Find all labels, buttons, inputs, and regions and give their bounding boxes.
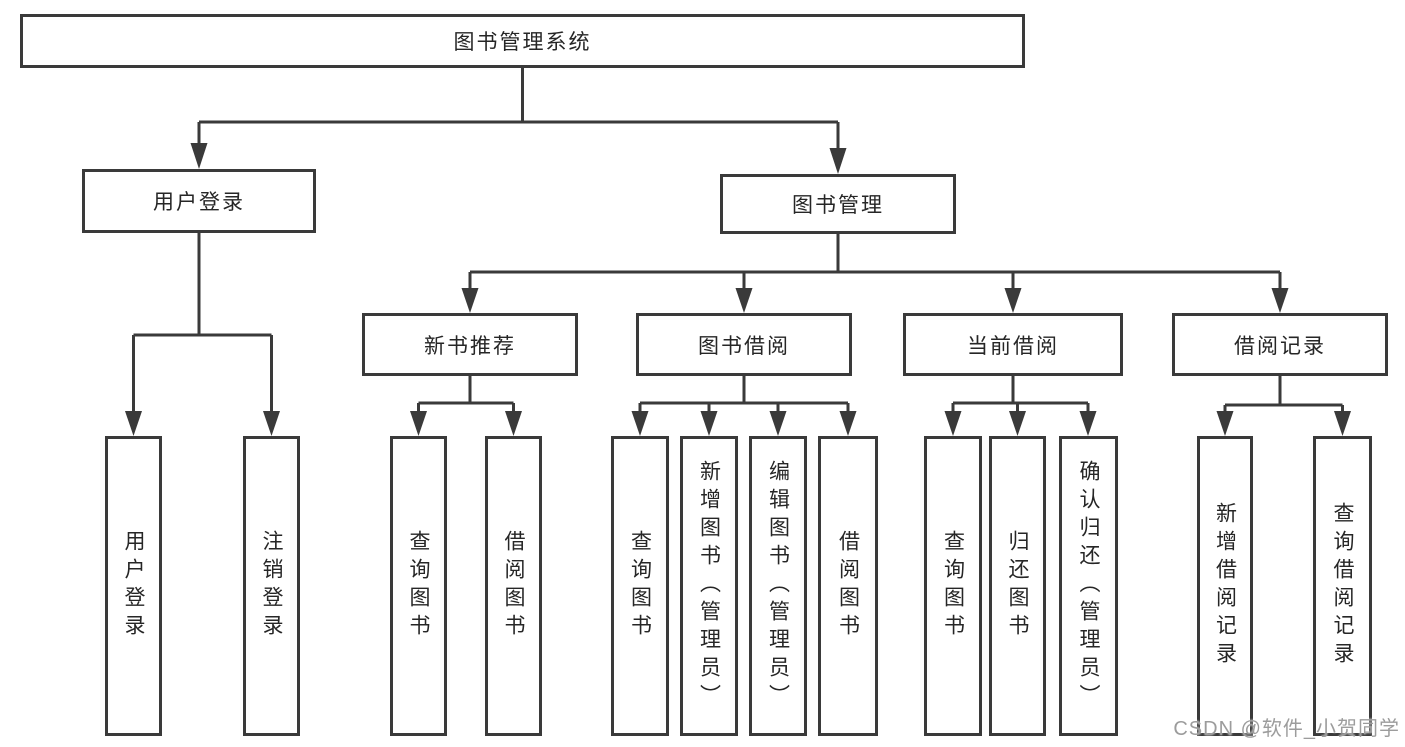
connector-new-book-rec-to-children: [417, 376, 515, 416]
arrowhead-icon: [631, 411, 649, 436]
leaf-borrow-books: 借阅图书: [818, 436, 878, 736]
node-label: 用户登录: [153, 191, 245, 214]
csdn-watermark: CSDN @软件_小贺同学: [1173, 718, 1400, 740]
arrowhead-icon: [1009, 411, 1026, 436]
arrowhead-icon: [263, 411, 280, 436]
arrowhead-icon: [410, 411, 427, 436]
leaf-query-borrow-record: 查询借阅记录: [1313, 436, 1372, 736]
node-label: 确认归还（管理员）: [1077, 460, 1100, 712]
connector-borrow-records-to-children: [1223, 376, 1344, 416]
leaf-borrow-books-rec: 借阅图书: [485, 436, 542, 736]
arrowhead-icon: [700, 411, 718, 436]
arrowhead-icon: [125, 411, 142, 436]
node-new-book-recommendation: 新书推荐: [362, 313, 578, 376]
leaf-query-books-rec: 查询图书: [390, 436, 447, 736]
leaf-add-borrow-record: 新增借阅记录: [1197, 436, 1253, 736]
node-label: 查询图书: [628, 530, 652, 642]
arrowhead-icon: [1271, 288, 1289, 313]
node-book-management: 图书管理: [720, 174, 956, 234]
node-label: 查询借阅记录: [1331, 502, 1354, 670]
node-label: 借阅图书: [502, 530, 525, 642]
node-label: 查询图书: [941, 530, 965, 642]
arrowhead-icon: [1004, 288, 1022, 313]
node-label: 图书管理系统: [453, 31, 592, 54]
node-label: 用户登录: [122, 530, 145, 642]
node-label: 图书管理: [792, 194, 884, 217]
arrowheads: [125, 143, 1351, 436]
arrowhead-icon: [505, 411, 522, 436]
node-label: 新增图书（管理员）: [697, 460, 721, 712]
leaf-query-books-borrow: 查询图书: [611, 436, 669, 736]
node-label: 归还图书: [1006, 530, 1029, 642]
connector-current-borrow-to-children: [951, 376, 1090, 416]
leaf-edit-books-admin: 编辑图书（管理员）: [749, 436, 807, 736]
leaf-add-books-admin: 新增图书（管理员）: [680, 436, 738, 736]
connector-user-login-to-children: [132, 233, 273, 414]
leaf-logout: 注销登录: [243, 436, 300, 736]
node-current-borrowing: 当前借阅: [903, 313, 1123, 376]
node-label: 借阅记录: [1234, 334, 1326, 358]
leaf-query-books-current: 查询图书: [924, 436, 982, 736]
arrowhead-icon: [769, 411, 787, 436]
node-label: 新书推荐: [424, 334, 516, 358]
connector-book-borrow-to-children: [638, 376, 850, 416]
arrowhead-icon: [1079, 411, 1097, 436]
arrowhead-icon: [829, 148, 847, 174]
node-borrowing-records: 借阅记录: [1172, 313, 1388, 376]
arrowhead-icon: [735, 288, 753, 313]
node-label: 编辑图书（管理员）: [766, 460, 790, 712]
arrowhead-icon: [1216, 411, 1234, 436]
node-library-management-system: 图书管理系统: [20, 14, 1025, 68]
node-label: 注销登录: [260, 530, 283, 642]
connector-book-mgmt-to-level3: [468, 234, 1282, 290]
connector-root-to-level2: [197, 68, 840, 149]
leaf-confirm-return-admin: 确认归还（管理员）: [1059, 436, 1118, 736]
node-label: 图书借阅: [698, 334, 790, 358]
node-label: 新增借阅记录: [1213, 502, 1237, 670]
arrowhead-icon: [1334, 411, 1351, 436]
node-label: 查询图书: [407, 530, 430, 642]
node-label: 借阅图书: [836, 530, 860, 642]
leaf-return-books: 归还图书: [989, 436, 1046, 736]
leaf-user-login: 用户登录: [105, 436, 162, 736]
node-book-borrowing: 图书借阅: [636, 313, 852, 376]
arrowhead-icon: [190, 143, 208, 169]
node-user-login: 用户登录: [82, 169, 316, 233]
node-label: 当前借阅: [967, 334, 1059, 358]
arrowhead-icon: [839, 411, 857, 436]
arrowhead-icon: [944, 411, 962, 436]
arrowhead-icon: [461, 288, 479, 313]
